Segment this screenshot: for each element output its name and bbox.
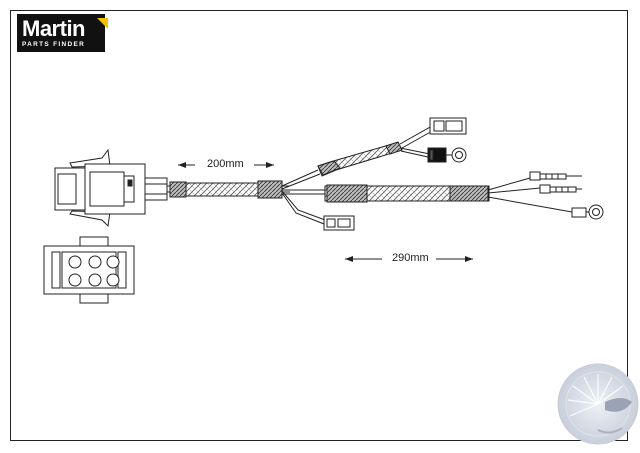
drawing-frame <box>10 10 628 441</box>
martin-logo: Martin PARTS FINDER <box>17 14 108 52</box>
main-cable <box>167 180 290 199</box>
logo-name: Martin <box>22 16 86 41</box>
connector-face-view <box>43 236 135 304</box>
ring-terminal-lower <box>571 204 604 220</box>
logo-accent-icon <box>97 18 108 29</box>
pin-terminal-2 <box>539 184 582 194</box>
spade-terminal-lower <box>323 215 355 231</box>
spade-terminal-upper <box>429 117 467 135</box>
pin-terminal-1 <box>529 171 582 181</box>
main-connector-side <box>54 148 168 228</box>
dim-upper-label: 200mm <box>207 158 244 170</box>
seal-watermark-icon <box>557 363 639 445</box>
lower-branch-cable <box>281 190 326 225</box>
upper-branch-cable <box>281 125 435 190</box>
long-cable <box>282 177 573 213</box>
ring-terminal-upper <box>427 147 467 163</box>
logo-subtitle: PARTS FINDER <box>22 41 86 48</box>
dim-lower-label: 290mm <box>392 252 429 264</box>
